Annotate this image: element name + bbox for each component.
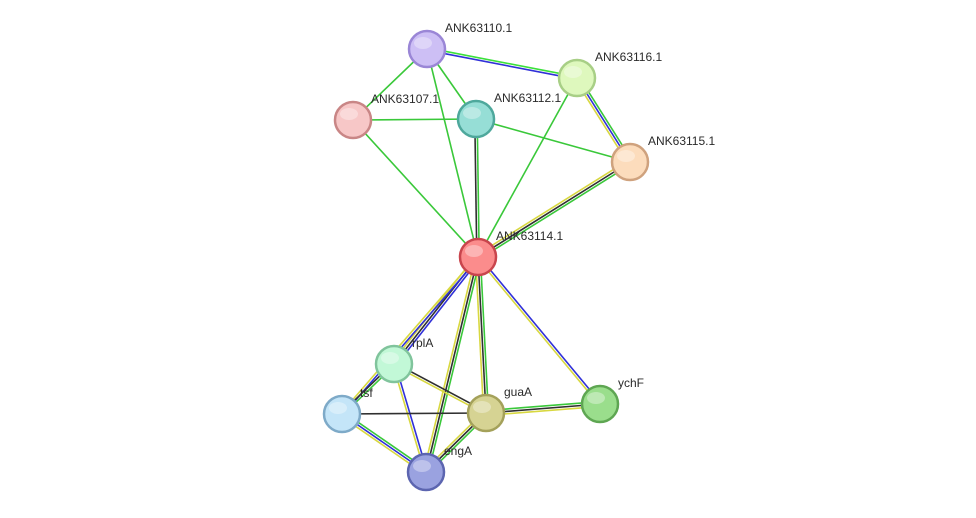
edge-ANK63114.1-guaA — [474, 256, 490, 414]
edge-evidence-line — [477, 161, 631, 258]
edge-ANK63115.1-ANK63114.1 — [476, 159, 632, 260]
node-highlight — [340, 108, 358, 120]
node-highlight — [564, 66, 582, 78]
edge-evidence-line — [341, 412, 487, 415]
node-highlight — [463, 107, 481, 119]
edge-ANK63114.1-engA — [422, 256, 482, 473]
node-label: guaA — [504, 385, 532, 399]
edge-ANK63107.1-ANK63112.1 — [352, 118, 477, 121]
edge-ANK63112.1-ANK63115.1 — [475, 118, 631, 163]
edge-evidence-line — [477, 77, 578, 258]
node-label: rplA — [412, 336, 433, 350]
node-guaA[interactable]: guaA — [466, 385, 532, 433]
edge-evidence-line — [479, 256, 490, 413]
node-label: ANK63112.1 — [494, 91, 561, 105]
edge-evidence-line — [395, 257, 481, 366]
node-highlight — [329, 402, 347, 414]
node-highlight — [414, 37, 432, 49]
node-highlight — [413, 460, 431, 472]
node-circle[interactable] — [322, 394, 362, 434]
edge-ANK63110.1-ANK63114.1 — [426, 48, 479, 258]
node-label: tsf — [360, 386, 373, 400]
edge-ANK63112.1-ANK63114.1 — [474, 118, 480, 258]
node-label: ANK63115.1 — [648, 134, 715, 148]
edge-evidence-line — [427, 257, 482, 473]
node-tsf[interactable]: tsf — [322, 386, 373, 434]
node-ANK63110.1[interactable]: ANK63110.1 — [407, 21, 512, 69]
node-ANK63114.1[interactable]: ANK63114.1 — [458, 229, 563, 277]
node-label: ANK63116.1 — [595, 50, 662, 64]
node-circle[interactable] — [610, 142, 650, 182]
edge-evidence-line — [426, 49, 577, 80]
node-circle[interactable] — [333, 100, 373, 140]
edge-tsf-guaA — [341, 412, 487, 415]
edge-evidence-line — [478, 255, 602, 404]
node-engA[interactable]: engA — [406, 444, 472, 492]
node-highlight — [617, 150, 635, 162]
edge-ANK63116.1-ANK63114.1 — [477, 77, 578, 258]
edge-evidence-line — [425, 256, 479, 473]
node-label: engA — [444, 444, 472, 458]
node-label: ANK63114.1 — [496, 229, 563, 243]
node-highlight — [465, 245, 483, 257]
node-highlight — [381, 352, 399, 364]
node-circle[interactable] — [407, 29, 447, 69]
edge-evidence-line — [478, 163, 632, 260]
edge-evidence-line — [476, 257, 600, 406]
edge-ANK63114.1-ychF — [476, 255, 602, 406]
edge-evidence-line — [476, 118, 480, 257]
node-ANK63116.1[interactable]: ANK63116.1 — [557, 50, 662, 98]
node-circle[interactable] — [580, 384, 620, 424]
node-circle[interactable] — [557, 58, 597, 98]
node-circle[interactable] — [456, 99, 496, 139]
node-circle[interactable] — [374, 344, 414, 384]
edge-ANK63110.1-ANK63116.1 — [426, 47, 578, 80]
node-label: ANK63107.1 — [371, 92, 439, 106]
edge-evidence-line — [474, 257, 485, 414]
node-label: ANK63110.1 — [445, 21, 512, 35]
node-ychF[interactable]: ychF — [580, 376, 644, 424]
edge-evidence-line — [352, 118, 477, 121]
edge-evidence-line — [426, 48, 479, 258]
node-highlight — [473, 401, 491, 413]
node-ANK63112.1[interactable]: ANK63112.1 — [456, 91, 561, 139]
node-ANK63107.1[interactable]: ANK63107.1 — [333, 92, 439, 140]
node-circle[interactable] — [458, 237, 498, 277]
node-highlight — [587, 392, 605, 404]
edge-evidence-line — [352, 119, 479, 258]
edge-evidence-line — [427, 47, 578, 78]
edge-evidence-line — [475, 118, 631, 163]
edge-evidence-line — [340, 255, 478, 414]
edge-evidence-line — [477, 256, 487, 414]
node-circle[interactable] — [466, 393, 506, 433]
node-circle[interactable] — [406, 452, 446, 492]
node-ANK63115.1[interactable]: ANK63115.1 — [610, 134, 715, 182]
edge-evidence-line — [474, 119, 478, 258]
node-rplA[interactable]: rplA — [374, 336, 433, 384]
edge-evidence-line — [476, 159, 630, 256]
edge-evidence-line — [422, 256, 477, 472]
edge-ANK63107.1-ANK63114.1 — [352, 119, 479, 258]
node-label: ychF — [618, 376, 644, 390]
